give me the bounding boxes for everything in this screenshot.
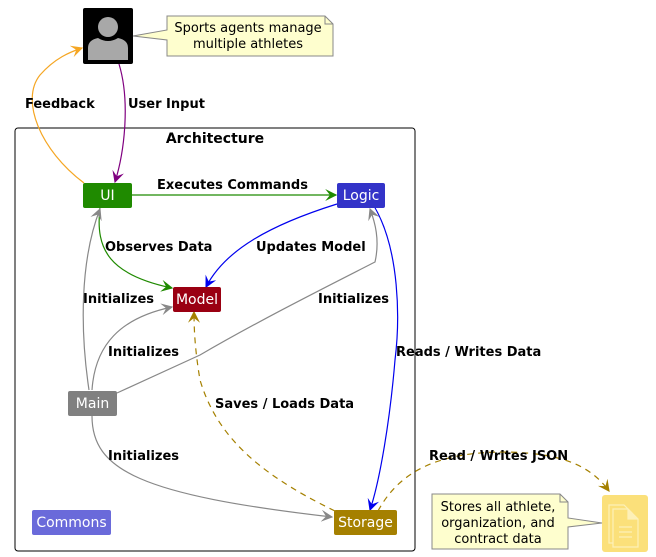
node-ui[interactable]: UI [83,183,132,208]
edge-reads-writes-data [367,205,399,512]
edge-read-writes-json [377,451,610,512]
node-storage-label: Storage [338,515,393,531]
edge-init-model [91,303,174,391]
node-model[interactable]: Model [173,287,221,312]
label-init-ui: Initializes [83,292,154,307]
actor-note: Sports agents manage multiple athletes [132,15,334,57]
edge-updates-model [205,203,338,289]
label-updates-model: Updates Model [256,240,366,255]
package-title: Architecture [166,131,264,147]
edge-init-logic [116,207,380,394]
node-commons[interactable]: Commons [32,510,111,535]
label-observes-data: Observes Data [105,240,212,255]
person-icon [88,17,128,60]
storage-file-note: Stores all athlete, organization, and co… [431,493,603,550]
edge-init-ui [82,207,102,391]
actor-note-line-1: Sports agents manage [174,21,321,36]
label-executes-commands: Executes Commands [157,178,308,193]
label-init-logic: Initializes [318,292,389,307]
node-model-label: Model [176,292,218,308]
label-init-storage: Initializes [108,449,179,464]
label-saves-loads-data: Saves / Loads Data [215,397,354,412]
node-commons-label: Commons [36,515,106,531]
architecture-package [14,127,416,552]
node-main[interactable]: Main [68,391,117,416]
json-file-node[interactable] [602,495,648,552]
node-ui-label: UI [100,188,114,204]
label-read-writes-json: Read / Writes JSON [429,449,568,464]
node-logic[interactable]: Logic [337,183,385,208]
node-storage[interactable]: Storage [334,510,397,535]
label-feedback: Feedback [25,97,95,112]
edge-feedback [31,45,85,184]
node-logic-label: Logic [343,188,380,204]
storage-note-line-3: contract data [454,532,541,547]
file-icon [608,504,639,548]
edge-user-input [112,63,126,184]
label-user-input: User Input [128,97,205,112]
user-actor[interactable] [83,8,133,64]
node-main-label: Main [76,396,109,412]
storage-note-line-1: Stores all athlete, [441,500,556,515]
label-init-model: Initializes [108,345,179,360]
edge-observes-data [98,207,174,292]
label-reads-writes-data: Reads / Writes Data [396,345,541,360]
edge-init-storage [91,415,334,522]
actor-note-line-2: multiple athletes [193,37,303,52]
storage-note-line-2: organization, and [441,516,555,531]
